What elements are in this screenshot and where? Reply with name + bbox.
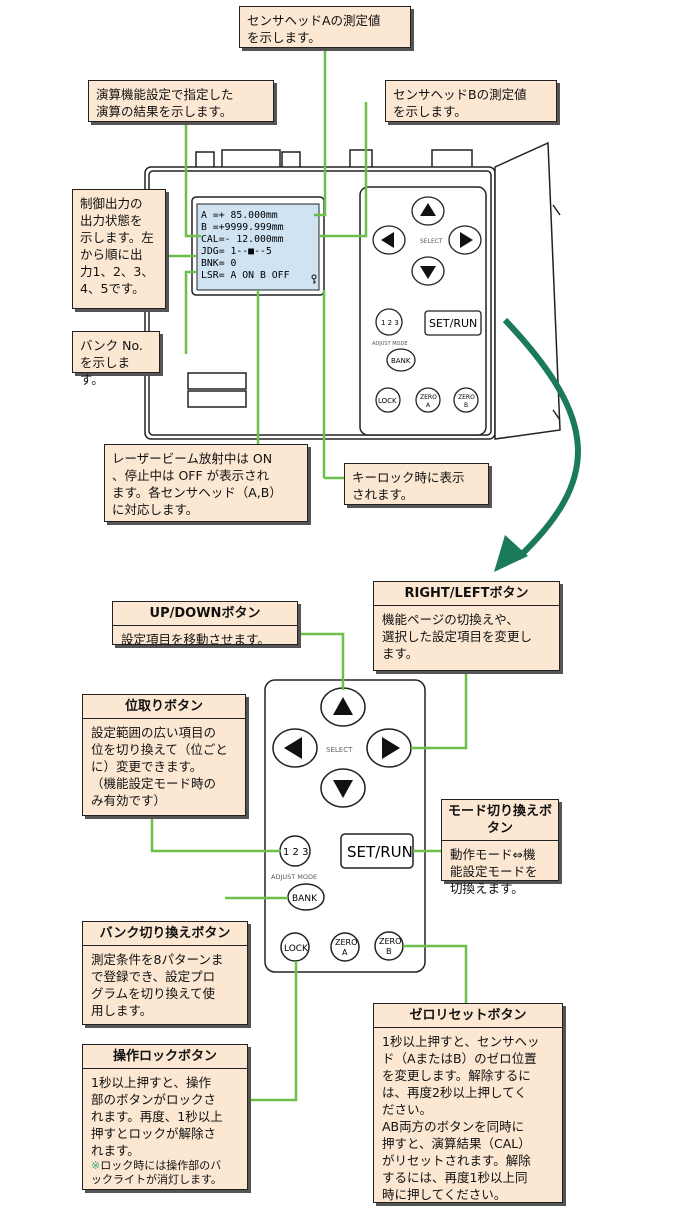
- small-select-label: SELECT: [420, 238, 443, 245]
- transition-arrow: [502, 317, 581, 561]
- callout-keylock: キーロック時に表示 されます。: [344, 463, 489, 505]
- callout-laser-state: レーザービーム放射中は ON 、停止中は OFF が表示され ます。各センサヘッ…: [104, 444, 308, 522]
- lcd-screen: [196, 203, 320, 291]
- callout-sensor-a: センサヘッドAの測定値 を示します。: [239, 6, 411, 48]
- callout-output-state: 制御出力の 出力状態を 示します。左 から順に出 力1、2、3、 4、5です。: [72, 189, 166, 309]
- enlarged-buttons: [272, 687, 414, 962]
- callout-zero-reset-button: ゼロリセットボタン 1秒以上押すと、センサヘッ ド（AまたはB）のゼロ位置 を変…: [373, 1003, 563, 1203]
- small-bank-label: BANK: [391, 357, 411, 365]
- callout-mode-button: モード切り換えボタン 動作モード⇔機 能設定モードを 切換えます。: [441, 799, 559, 896]
- enlarged-arrow-icons: [284, 697, 400, 798]
- small-lock-label: LOCK: [378, 397, 397, 405]
- callout-lock-button: 操作ロックボタン 1秒以上押すと、操作 部のボタンがロックさ れます。再度、1秒…: [82, 1044, 248, 1190]
- lcd-line-b: B =+9999.999mm: [201, 222, 284, 233]
- top-leader-lines: [166, 50, 368, 480]
- down-arrow-icon: [333, 780, 353, 798]
- callout-place-button: 位取りボタン 設定範囲の広い項目の 位を切り換えて（位ごと に）変更できます。 …: [82, 694, 246, 816]
- small-arrow-icons: [381, 203, 473, 279]
- small-set-run-label: SET/RUN: [429, 317, 477, 330]
- callout-bank-button: バンク切り換えボタン 測定条件を8パターンま で登録でき、設定プロ グラムを切り…: [82, 921, 248, 1025]
- lcd-line-cal: CAL=- 12.000mm: [201, 234, 284, 245]
- transition-arrowhead: [494, 535, 528, 572]
- adjust-digits: 1 2 3: [283, 847, 308, 858]
- callout-updown-button: UP/DOWNボタン 設定項目を移動させます。: [112, 601, 298, 647]
- bank-label: BANK: [292, 894, 318, 904]
- lcd-line-bnk: BNK= 0: [201, 258, 236, 269]
- device-body: [144, 141, 561, 440]
- callout-rightleft-button: RIGHT/LEFTボタン 機能ページの切換えや、 選択した設定項目を変更し ま…: [373, 581, 560, 671]
- callout-bank-no: バンク No. を示します。: [72, 331, 160, 387]
- callout-calc-result: 演算機能設定で指定した 演算の結果を示します。: [88, 80, 274, 122]
- small-adjust-mode-label: ADJUST MODE: [372, 341, 407, 347]
- small-zero-a-letter: A: [426, 402, 431, 409]
- set-run-label: SET/RUN: [347, 843, 413, 861]
- bottom-leader-lines: [150, 632, 468, 1102]
- zero-a-label: ZERO: [335, 938, 357, 947]
- right-arrow-icon: [382, 737, 400, 759]
- lcd-key-icon: [311, 274, 317, 284]
- lock-note: ※ロック時には操作部のバ: [91, 1159, 222, 1172]
- small-zero-b-letter: B: [464, 402, 468, 409]
- small-zero-b-label: ZERO: [458, 394, 475, 401]
- zero-b-label: ZERO: [379, 937, 401, 946]
- up-arrow-icon: [333, 697, 353, 715]
- left-arrow-icon: [284, 737, 302, 759]
- zero-a-letter: A: [342, 948, 348, 957]
- lcd-line-a: A =+ 85.000mm: [201, 210, 278, 221]
- small-adjust-digits: 1 2 3: [381, 319, 399, 327]
- zero-b-letter: B: [386, 947, 392, 956]
- select-label: SELECT: [326, 746, 353, 754]
- small-zero-a-label: ZERO: [420, 394, 437, 401]
- adjust-mode-label: ADJUST MODE: [271, 873, 317, 881]
- lock-label: LOCK: [284, 944, 309, 954]
- lcd-line-lsr: LSR= A ON B OFF: [201, 270, 290, 281]
- callout-sensor-b: センサヘッドBの測定値 を示します。: [385, 80, 557, 122]
- lcd-line-jdg: JDG= 1--■--5: [201, 246, 272, 257]
